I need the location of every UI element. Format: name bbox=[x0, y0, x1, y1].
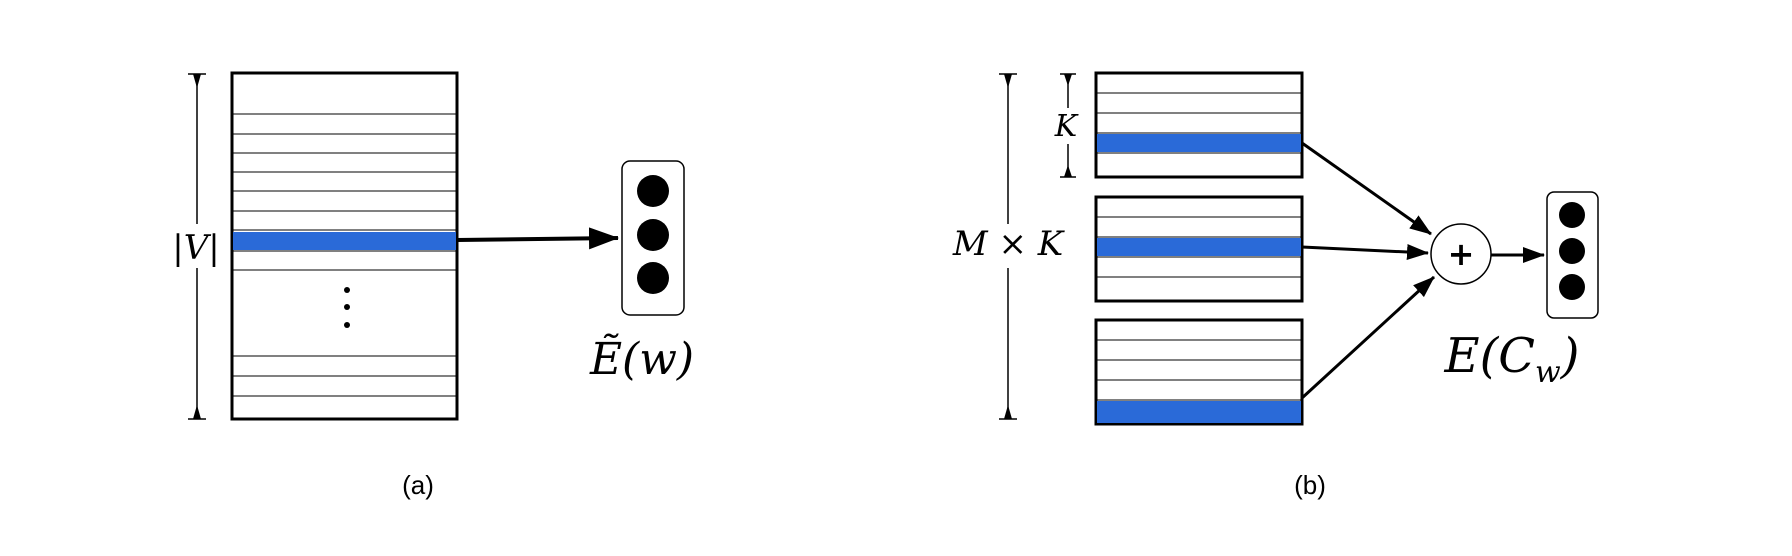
codebook-size-arrow bbox=[1052, 73, 1084, 178]
panel-a: |V| bbox=[160, 71, 694, 500]
codebook-1 bbox=[1094, 71, 1304, 179]
codebook-2-arrow bbox=[1301, 244, 1429, 260]
codebook-3 bbox=[1094, 318, 1304, 426]
composite-dimension-arrow bbox=[940, 73, 1076, 420]
vocab-size-label: |V| bbox=[172, 228, 219, 268]
caption-a: (a) bbox=[402, 470, 434, 500]
composite-size-label: M × K bbox=[952, 224, 1066, 264]
composite-embedding-label: E(Cw) bbox=[1444, 328, 1580, 390]
codebook-1-arrow bbox=[1301, 141, 1432, 236]
codebook-2-selected-row bbox=[1097, 238, 1301, 256]
ellipsis-dots bbox=[344, 287, 350, 328]
embedding-matrix bbox=[230, 71, 459, 421]
codebook-1-selected-row bbox=[1097, 134, 1301, 152]
codebook-3-arrow bbox=[1300, 275, 1436, 400]
selected-row bbox=[233, 232, 456, 250]
lookup-arrow bbox=[456, 227, 619, 250]
vocab-dimension-arrow bbox=[160, 73, 218, 420]
codebook-2 bbox=[1094, 195, 1304, 303]
panel-b: M × K K bbox=[940, 71, 1599, 500]
output-vector-a bbox=[621, 160, 685, 316]
matrix-row-lines bbox=[233, 113, 456, 397]
codebook-3-selected-row bbox=[1097, 401, 1301, 423]
caption-b: (b) bbox=[1294, 470, 1326, 500]
plus-icon: + bbox=[1448, 235, 1475, 273]
output-embedding-label: Ẽ(w) bbox=[589, 332, 694, 385]
sum-node: + bbox=[1430, 223, 1492, 285]
codebook-size-label: K bbox=[1054, 109, 1079, 144]
output-vector-b bbox=[1546, 191, 1599, 319]
